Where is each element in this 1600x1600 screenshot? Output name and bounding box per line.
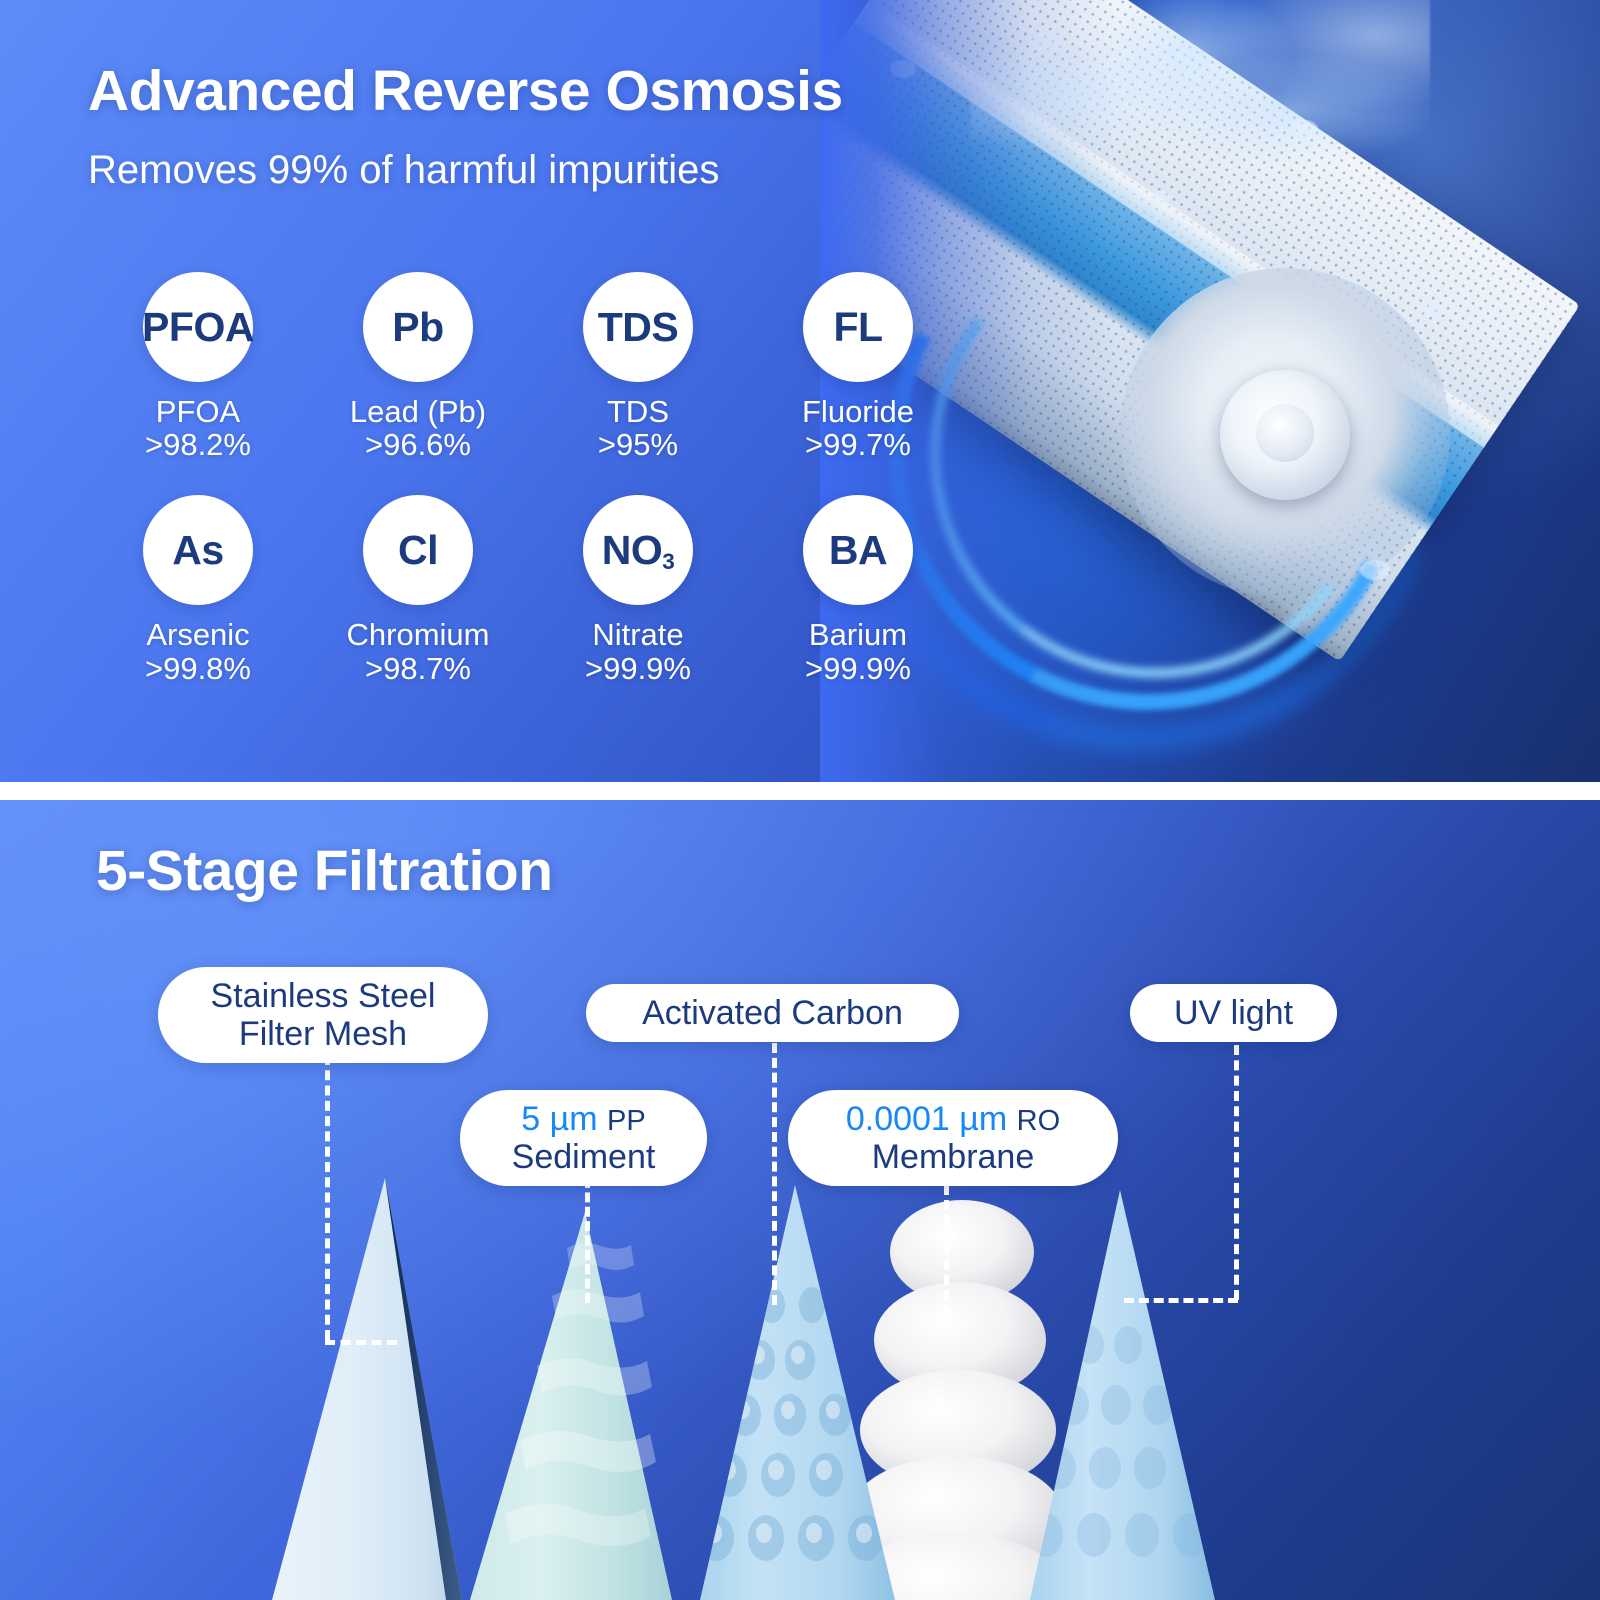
leader-line-stage-2-v: [585, 1178, 590, 1303]
reverse-osmosis-panel: Advanced Reverse Osmosis Removes 99% of …: [0, 0, 1600, 782]
contaminant-symbol: As: [172, 526, 224, 573]
callout-ro-membrane[interactable]: 0.0001 µm RO Membrane: [788, 1090, 1118, 1187]
contaminant-removal-rate: >96.6%: [364, 427, 471, 463]
filter-cones-illustration: [272, 1178, 1215, 1600]
contaminant-symbol: NO3: [601, 526, 675, 574]
contaminant-removal-rate: >95%: [597, 427, 679, 463]
filtration-title: 5-Stage Filtration: [96, 839, 553, 903]
contaminant-symbol: Pb: [392, 303, 444, 350]
contaminant-name: Lead (Pb): [349, 394, 487, 429]
contaminant-removal-rate: >98.7%: [364, 650, 471, 686]
callout-pp-sediment[interactable]: 5 µm PP Sediment: [460, 1090, 707, 1187]
leader-line-stage-1-v: [325, 1055, 330, 1340]
contaminant-removal-rate: >98.2%: [144, 427, 251, 463]
contaminant-item: FL Fluoride>99.7%: [748, 272, 968, 463]
contaminant-symbol-subscript: 3: [662, 548, 675, 574]
cone-uv-light: [1030, 1190, 1215, 1600]
contaminant-removal-rate: >99.7%: [804, 427, 911, 463]
contaminant-name: PFOA: [155, 394, 241, 429]
callout-highlight: 0.0001 µm: [845, 1100, 1008, 1138]
contaminant-name: Barium: [808, 617, 908, 653]
callout-line-2: Filter Mesh: [238, 1015, 408, 1054]
cone-activated-carbon: [700, 1185, 895, 1600]
contaminant-badge: BA: [803, 495, 913, 606]
contaminant-badge: As: [143, 495, 253, 606]
cone-ro-membrane: [839, 1200, 1069, 1600]
callout-line-2: Sediment: [511, 1138, 656, 1177]
contaminant-item: BA Barium>99.9%: [748, 495, 968, 686]
contaminant-removal-rate: >99.9%: [804, 650, 911, 686]
contaminant-badge: NO3: [583, 495, 693, 606]
leader-line-stage-5-h: [1124, 1298, 1238, 1303]
callout-line-1: UV light: [1173, 994, 1294, 1032]
cone-stainless-steel-mesh: [272, 1178, 462, 1600]
contaminant-badge: Cl: [363, 495, 473, 606]
contaminant-name: Fluoride: [802, 394, 914, 429]
contaminant-symbol: PFOA: [142, 303, 254, 350]
leader-line-stage-1-h: [325, 1340, 397, 1345]
contaminant-name: Chromium: [346, 617, 490, 653]
cone-pp-sediment: [470, 1212, 672, 1600]
ro-membrane-photo: [820, 0, 1600, 782]
filtration-panel: [0, 800, 1600, 1600]
page-title: Advanced Reverse Osmosis: [88, 59, 843, 123]
callout-stainless-steel-mesh[interactable]: Stainless Steel Filter Mesh: [158, 967, 488, 1064]
section-divider: [0, 782, 1600, 800]
contaminant-badge: PFOA: [142, 272, 254, 382]
contaminant-removal-rate: >99.8%: [144, 650, 251, 686]
callout-line-1: 5 µm PP: [486, 1100, 681, 1138]
callout-unit: RO: [1016, 1105, 1061, 1137]
contaminant-badge: FL: [803, 272, 913, 382]
callout-line-2: Membrane: [871, 1138, 1035, 1177]
contaminant-symbol: Cl: [398, 526, 439, 573]
page-subtitle: Removes 99% of harmful impurities: [88, 148, 720, 192]
contaminant-name: TDS: [607, 394, 669, 429]
contaminant-symbol: FL: [833, 303, 883, 350]
contaminant-badge: Pb: [363, 272, 473, 382]
callout-unit: PP: [607, 1105, 646, 1137]
contaminant-name: Arsenic: [146, 617, 250, 653]
leader-line-stage-4-v: [944, 1185, 949, 1315]
contaminant-removal-rate: >99.9%: [584, 650, 691, 686]
leader-line-stage-3-v: [772, 1043, 777, 1305]
callout-line-1: Stainless Steel: [210, 977, 436, 1015]
contaminant-symbol: TDS: [597, 303, 679, 350]
callout-activated-carbon[interactable]: Activated Carbon: [586, 984, 959, 1043]
contaminant-badge: TDS: [583, 272, 693, 382]
callout-highlight: 5 µm: [521, 1100, 598, 1138]
photo-left-fade: [820, 0, 1600, 782]
contaminant-symbol: BA: [828, 526, 888, 573]
contaminant-name: Nitrate: [592, 617, 684, 653]
leader-line-stage-5-v: [1234, 1045, 1239, 1300]
callout-uv-light[interactable]: UV light: [1130, 984, 1337, 1043]
callout-line-1: 0.0001 µm RO: [814, 1100, 1092, 1138]
callout-line-1: Activated Carbon: [642, 994, 903, 1032]
